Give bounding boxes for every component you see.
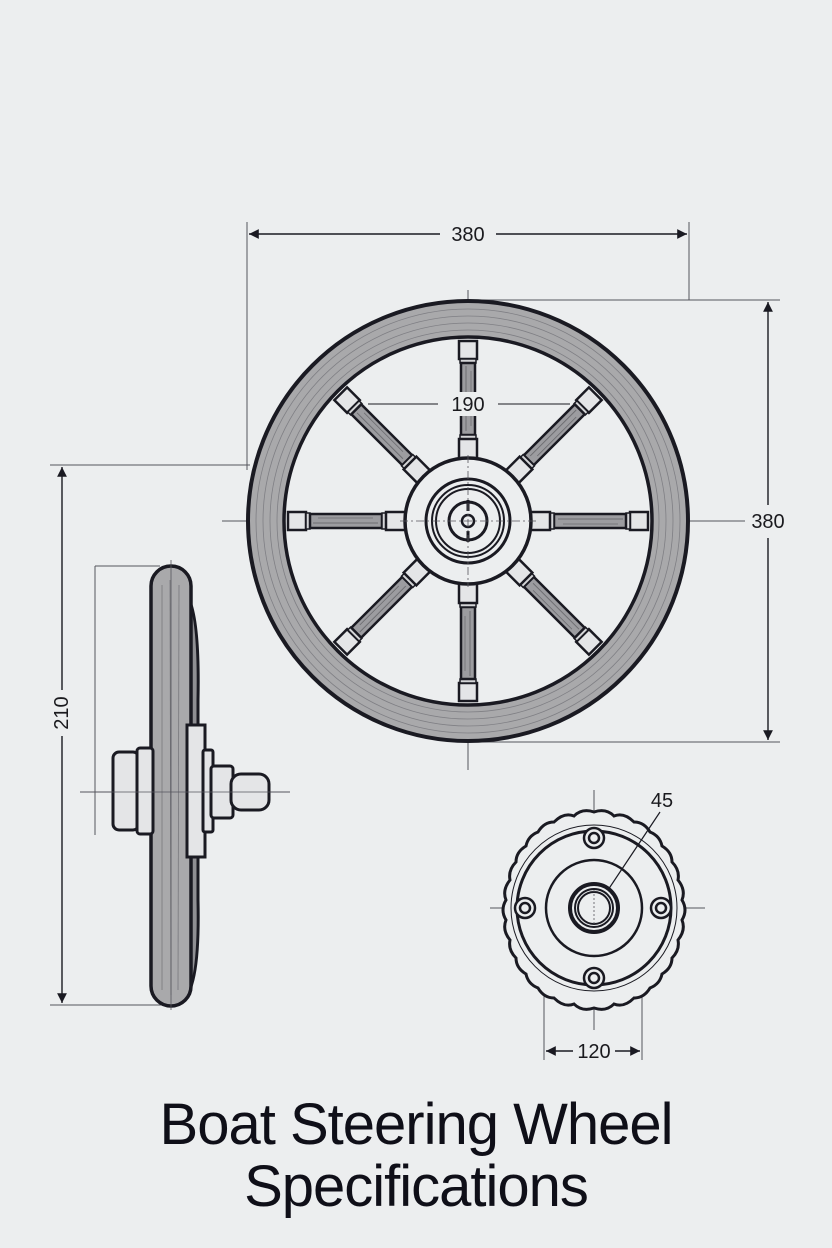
- dim-label-190: 190: [451, 394, 484, 416]
- dimension-side-height: 210: [50, 467, 170, 1006]
- dim-label-210: 210: [51, 696, 73, 729]
- drawing-title: Boat Steering Wheel Specifications: [0, 1094, 832, 1218]
- front-view: 380 380: [50, 222, 785, 770]
- bolt-holes: [513, 826, 673, 990]
- dim-label-45: 45: [651, 790, 673, 812]
- dimension-hub-width: 120: [546, 1041, 640, 1063]
- dimension-overall-height: 380: [710, 302, 785, 740]
- title-line-1: Boat Steering Wheel: [159, 1092, 674, 1157]
- wheel-hub: [400, 455, 536, 587]
- title-line-2: Specifications: [244, 1154, 589, 1219]
- dim-label-120: 120: [577, 1041, 610, 1063]
- side-view: 210: [50, 467, 290, 1010]
- hub-detail-view: 45 120: [490, 790, 705, 1063]
- dim-label-380-right: 380: [751, 511, 784, 533]
- dim-label-380-top: 380: [451, 224, 484, 246]
- dimension-inner-span: 190: [368, 392, 570, 416]
- dimension-overall-width: 380: [249, 224, 687, 246]
